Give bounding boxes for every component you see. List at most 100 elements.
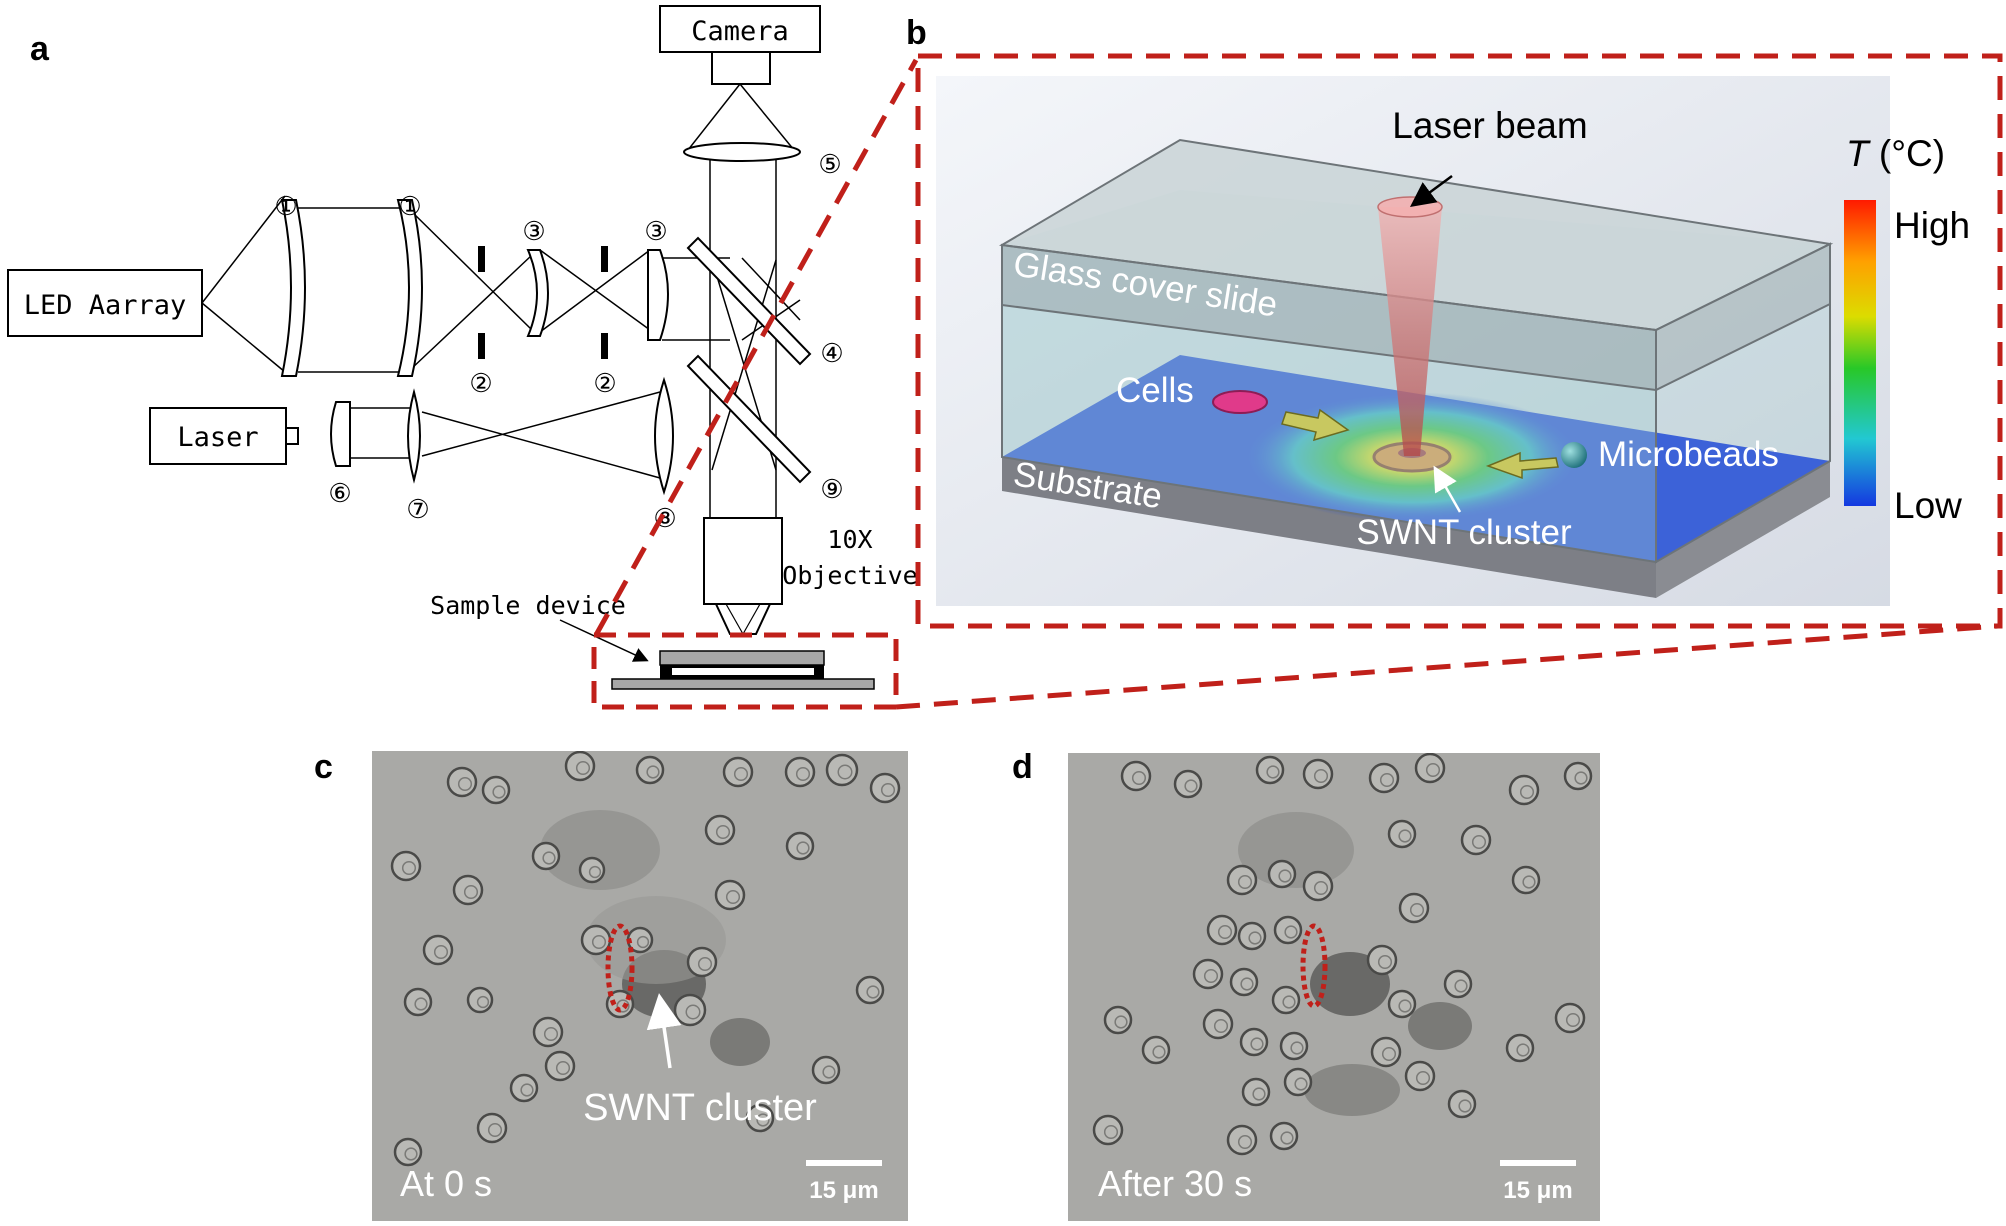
- micrograph-cell-nucleus: [1237, 874, 1253, 890]
- micrograph-cell: [1398, 892, 1430, 924]
- micrograph-cell-nucleus: [1313, 768, 1329, 784]
- micrograph-cell-nucleus: [1114, 1015, 1128, 1029]
- dichroic-mirror-9: [686, 354, 812, 484]
- micrograph-cell-nucleus: [1240, 977, 1254, 991]
- micrograph-cell-nucleus: [866, 985, 880, 999]
- panel-b: b Laser beam Glass cover slid: [906, 14, 2003, 629]
- micrograph-cell-nucleus: [1217, 924, 1233, 940]
- micrograph-cell-nucleus: [1519, 784, 1535, 800]
- time-label-c: At 0 s: [400, 1163, 492, 1204]
- micrograph-cell-nucleus: [1516, 1043, 1530, 1057]
- micrograph-cell-nucleus: [591, 934, 607, 950]
- colorbar-low-label: Low: [1894, 485, 1962, 526]
- micrograph-cell: [1120, 760, 1152, 792]
- colorbar: [1844, 200, 1876, 506]
- panel-a: a LED Aarray Laser Camera: [7, 5, 918, 710]
- micrograph-cell-nucleus: [588, 865, 602, 879]
- zoom-region-box: [591, 632, 899, 710]
- micrograph-cell-nucleus: [555, 1060, 571, 1076]
- micrograph-cell-nucleus: [492, 785, 506, 799]
- micrograph-cell-nucleus: [1398, 999, 1412, 1013]
- label-n9: ⑨: [820, 474, 843, 504]
- label-n6: ⑥: [328, 478, 351, 508]
- substrate-side: [1656, 461, 1830, 598]
- swnt-cluster-pointer: [1433, 465, 1462, 513]
- laser-label: Laser: [177, 422, 258, 453]
- label-n2-left: ②: [469, 368, 492, 398]
- laser-beam-top: [1377, 196, 1443, 218]
- micrograph-cell-nucleus: [1250, 1037, 1264, 1051]
- colorbar-high-label: High: [1894, 205, 1970, 246]
- micrograph-cell: [1414, 753, 1446, 784]
- label-n1-left: ①: [274, 191, 297, 221]
- micrograph-cell-nucleus: [756, 1113, 770, 1127]
- micrograph-cell: [422, 934, 454, 966]
- swnt-cluster-pointer-c: [646, 993, 682, 1069]
- label-n1-right: ①: [398, 191, 421, 221]
- camera-label: Camera: [691, 16, 789, 47]
- panel-label-d: d: [1012, 748, 1033, 786]
- micrograph-cell-nucleus: [646, 765, 660, 779]
- laser-beam-label: Laser beam: [1392, 105, 1587, 146]
- micrograph-cell-nucleus: [414, 997, 428, 1011]
- micrograph-cell-nucleus: [463, 884, 479, 900]
- zoom-connector-bottom: [895, 623, 1999, 710]
- micrograph-cell: [1404, 1060, 1436, 1092]
- micrograph-cell: [1192, 958, 1224, 990]
- micrograph-cell-nucleus: [1454, 979, 1468, 993]
- micrograph-cell-nucleus: [1565, 1012, 1581, 1028]
- micrograph-cell: [1092, 1114, 1124, 1146]
- label-n3-right: ③: [644, 216, 667, 246]
- aperture-2b-bottom: [601, 333, 608, 359]
- micrograph-cell-nucleus: [1284, 925, 1298, 939]
- lens-3-left: [526, 249, 549, 337]
- micrograph-cell-nucleus: [1252, 1087, 1266, 1101]
- sample-device-arrow: [559, 619, 649, 662]
- micrograph-cell: [869, 772, 901, 804]
- micrograph-cell-nucleus: [1290, 1041, 1304, 1055]
- label-n7: ⑦: [406, 494, 429, 524]
- aperture-2a-bottom: [478, 333, 485, 359]
- micrograph-cell-nucleus: [1377, 954, 1393, 970]
- micrograph-cell-nucleus: [476, 995, 490, 1009]
- micrograph-cell-nucleus: [1379, 772, 1395, 788]
- panel-label-a: a: [30, 30, 50, 68]
- micrograph-cell: [1202, 1008, 1234, 1040]
- substrate-front: [1002, 457, 1656, 598]
- micrograph-cell-nucleus: [401, 860, 417, 876]
- swnt-cluster-highlight-d: [1300, 923, 1328, 1009]
- micrograph-cell-nucleus: [1398, 829, 1412, 843]
- micrograph-cell: [544, 1050, 576, 1082]
- micrograph-cell-nucleus: [1522, 875, 1536, 889]
- sample-device-label: Sample device: [430, 591, 626, 620]
- micrograph-cell: [1554, 1002, 1586, 1034]
- panel-c: c SWNT cluster At 0 s 15 μm: [314, 748, 908, 1221]
- micrograph-cell-nucleus: [520, 1083, 534, 1097]
- micrograph-cell: [452, 874, 484, 906]
- micrograph-cell-nucleus: [715, 824, 731, 840]
- micrograph-cell: [673, 993, 707, 1027]
- micrograph-cell-nucleus: [1409, 902, 1425, 918]
- micrograph-cell-nucleus: [1471, 834, 1487, 850]
- micrograph-cell-nucleus: [542, 851, 556, 865]
- micrograph-cell-nucleus: [1381, 1046, 1397, 1062]
- micrograph-cell: [1226, 864, 1258, 896]
- aperture-2a-top: [478, 246, 485, 272]
- panel-label-b: b: [906, 14, 927, 52]
- scale-bar-c: [806, 1160, 882, 1166]
- led-array-label: LED Aarray: [24, 290, 187, 321]
- micrograph-cell: [714, 879, 746, 911]
- micrograph-cell: [704, 814, 736, 846]
- laser-beam-pointer: [1409, 174, 1453, 207]
- micrograph-cell: [580, 924, 612, 956]
- micrograph-cell-nucleus: [1152, 1045, 1166, 1059]
- colorbar-title-var: T: [1846, 133, 1871, 174]
- micrograph-cell-nucleus: [404, 1147, 418, 1161]
- micrograph-cell-nucleus: [616, 999, 630, 1013]
- objective-label-mag: 10X: [827, 525, 872, 554]
- micrograph-cell: [1370, 1036, 1402, 1068]
- micrograph-cell-nucleus: [837, 764, 853, 780]
- micrograph-cell-nucleus: [1278, 869, 1292, 883]
- label-n4: ④: [820, 338, 843, 368]
